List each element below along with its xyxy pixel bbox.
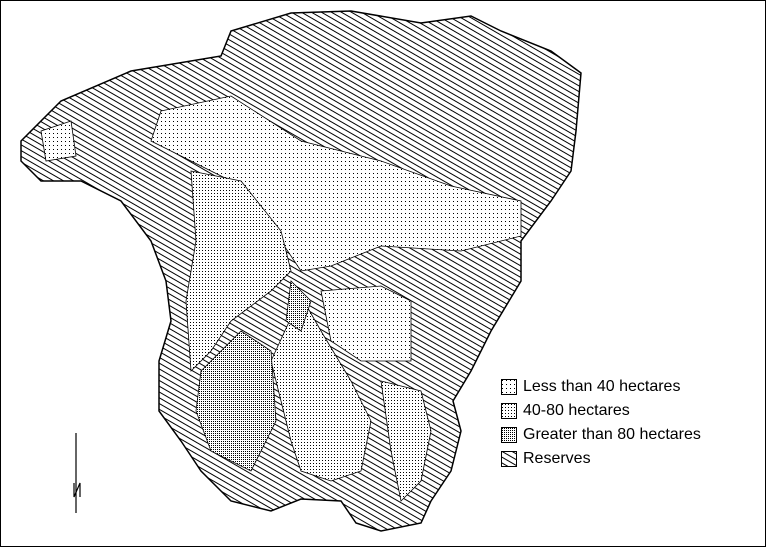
legend: Less than 40 hectares 40-80 hectares Gre…	[501, 375, 701, 471]
legend-item-small: Less than 40 hectares	[501, 375, 701, 399]
parcels-small	[40, 95, 522, 362]
swatch-hatch-icon	[501, 451, 517, 467]
legend-item-medium: 40-80 hectares	[501, 399, 701, 423]
legend-label: Greater than 80 hectares	[523, 426, 701, 443]
legend-label: Reserves	[523, 450, 591, 467]
legend-label: 40-80 hectares	[523, 402, 630, 419]
swatch-sparse-dots-icon	[501, 379, 517, 395]
swatch-dense-dots-icon	[501, 427, 517, 443]
legend-item-large: Greater than 80 hectares	[501, 423, 701, 447]
parcels-large	[195, 280, 312, 472]
swatch-medium-dots-icon	[501, 403, 517, 419]
legend-label: Less than 40 hectares	[523, 378, 681, 395]
legend-item-reserves: Reserves	[501, 447, 701, 471]
parcels-medium	[185, 170, 432, 502]
north-arrow-icon	[73, 433, 81, 513]
